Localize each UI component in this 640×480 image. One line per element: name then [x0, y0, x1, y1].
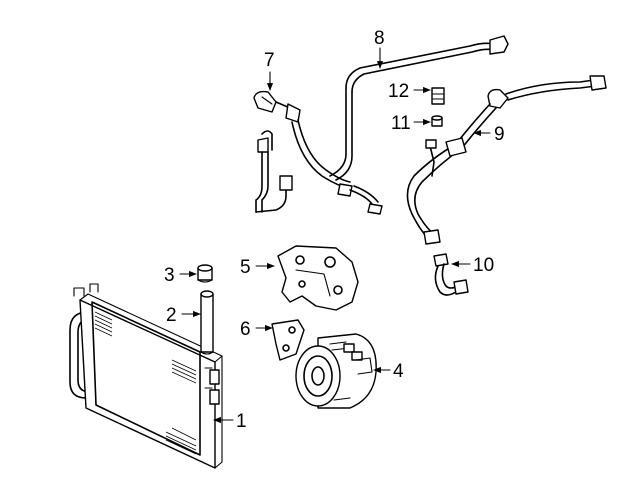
suction-hose-part [406, 75, 607, 245]
drier-cap-part [197, 264, 213, 283]
callout-5: 5 [240, 257, 251, 278]
small-bracket-part [271, 319, 305, 361]
compressor-bracket-part [277, 245, 359, 311]
callout-11: 11 [391, 113, 411, 134]
callout-1: 1 [236, 411, 247, 432]
callout-8: 8 [374, 28, 385, 49]
callout-labels: 1 2 3 4 5 6 7 8 9 10 11 12 [164, 28, 505, 432]
receiver-drier-part [200, 290, 214, 355]
hose-assembly-part [253, 90, 383, 215]
callout-2: 2 [166, 305, 177, 326]
callout-6: 6 [240, 319, 251, 340]
service-valve-part [431, 87, 445, 105]
callout-4: 4 [393, 361, 404, 382]
o-ring-part [431, 115, 443, 127]
condenser-part [69, 283, 223, 469]
callout-10: 10 [473, 255, 494, 276]
compressor-part [295, 333, 377, 409]
callout-3: 3 [164, 265, 175, 286]
callout-7: 7 [264, 50, 275, 71]
condenser-fins [94, 311, 197, 455]
leader-lines [179, 47, 491, 424]
callout-12: 12 [388, 81, 409, 102]
ac-tube-part [329, 35, 509, 181]
short-hose-part [433, 253, 469, 296]
callout-9: 9 [494, 124, 505, 145]
